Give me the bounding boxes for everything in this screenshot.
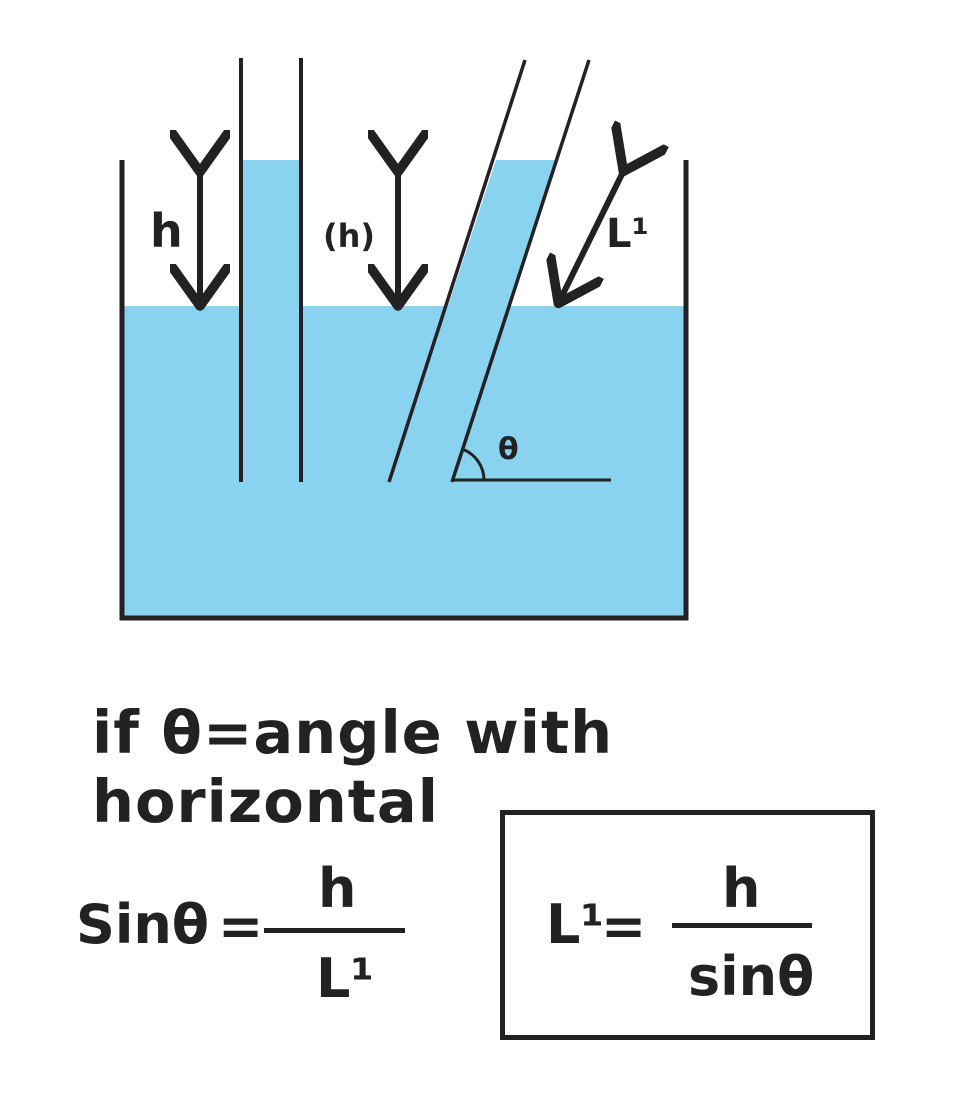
capillary-diagram bbox=[119, 58, 689, 621]
result-box bbox=[500, 810, 875, 1040]
equation1-equals: = bbox=[218, 895, 264, 958]
height-label: h bbox=[150, 204, 183, 258]
length-arrow bbox=[561, 166, 626, 298]
statement-text: if θ=angle with horizontal bbox=[92, 698, 614, 836]
beaker-water bbox=[122, 306, 686, 618]
length-label: L¹ bbox=[606, 211, 650, 257]
angle-arc bbox=[461, 447, 486, 481]
equation1-numerator: h bbox=[318, 857, 357, 920]
vertical-tube-water bbox=[241, 160, 301, 306]
equation1-fraction-bar bbox=[264, 928, 405, 933]
equation1-denominator: L¹ bbox=[316, 947, 375, 1010]
equation2-numerator: h bbox=[722, 857, 761, 920]
equation2-equals: = bbox=[601, 895, 647, 958]
beaker-outline bbox=[119, 160, 689, 621]
height-label-parenthesized: (h) bbox=[323, 217, 376, 255]
inclined-tube-left-wall bbox=[387, 59, 527, 483]
equation2-lhs: L¹ bbox=[546, 893, 605, 956]
equation2-fraction-bar bbox=[672, 923, 812, 928]
equation2-denominator: sinθ bbox=[688, 945, 815, 1008]
angle-label: θ bbox=[498, 432, 519, 467]
equation1-lhs: Sinθ bbox=[76, 893, 209, 956]
inclined-tube-water bbox=[448, 160, 555, 306]
